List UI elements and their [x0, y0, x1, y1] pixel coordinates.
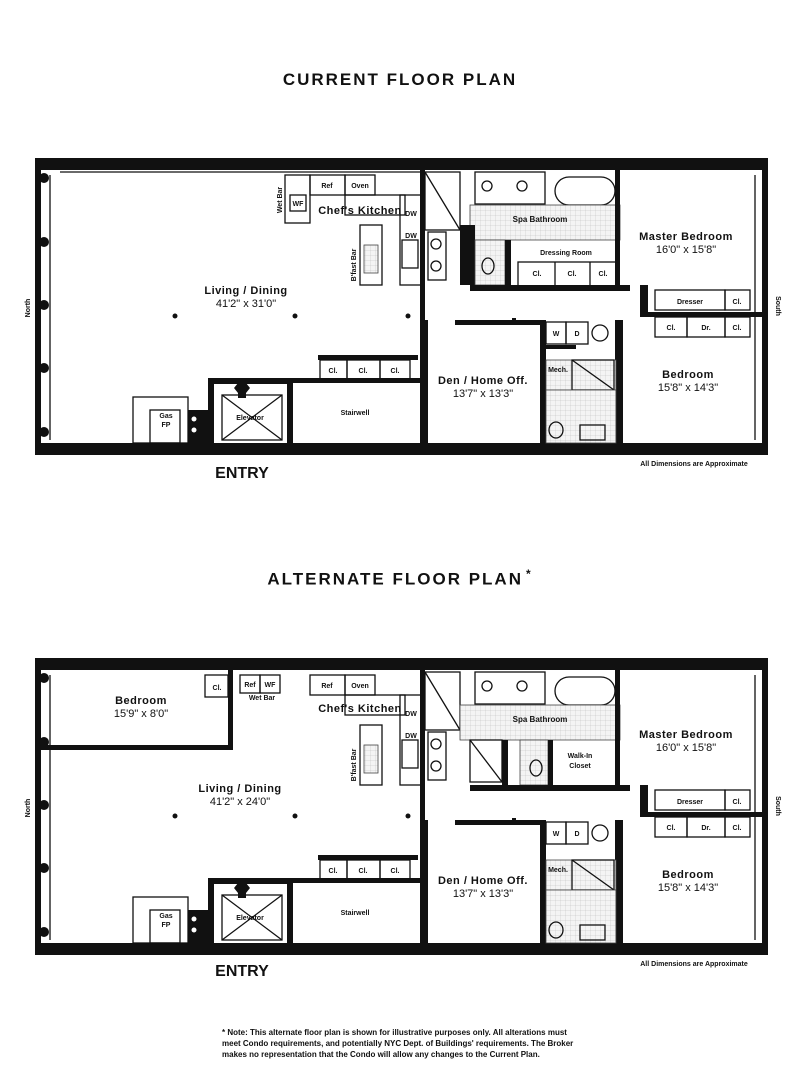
wet-bar-label: Wet Bar — [277, 187, 284, 214]
window-columns-left — [39, 673, 49, 937]
dw-label-1: DW — [405, 711, 417, 718]
dimensions-note: All Dimensions are Approximate — [640, 461, 748, 468]
ref-label: Ref — [321, 183, 333, 190]
fp-label: FP — [162, 922, 171, 929]
bedroom-dimensions: 15'8" x 14'3" — [658, 882, 718, 894]
mech-label: Mech. — [548, 867, 568, 874]
walk-in-closet-label-line1: Walk-In — [568, 753, 593, 760]
kitchen-ref-label: Ref — [321, 683, 333, 690]
dresser-label: Dresser — [677, 299, 703, 306]
closet-label: Cl. — [568, 271, 577, 278]
wf-label: WF — [265, 682, 277, 689]
closet-label: Cl. — [359, 368, 368, 375]
living-dining-label: Living / Dining — [204, 285, 287, 297]
alternate-plan-asterisk: * — [525, 567, 533, 581]
closet-label: Cl. — [329, 868, 338, 875]
dimensions-note: All Dimensions are Approximate — [640, 961, 748, 968]
closet-label: Cl. — [599, 271, 608, 278]
den-label: Den / Home Off. — [438, 375, 528, 387]
living-dining-dimensions: 41'2" x 24'0" — [210, 796, 270, 808]
entry-label: ENTRY — [215, 963, 269, 980]
master-bedroom-label: Master Bedroom — [639, 231, 733, 243]
closet-label: Cl. — [667, 325, 676, 332]
kitchen-label: Chef's Kitchen — [318, 703, 402, 715]
north-wall-top — [35, 158, 768, 170]
dw-label-2: DW — [405, 733, 417, 740]
fp-label: FP — [162, 422, 171, 429]
current-floor-plan: Living / Dining 41'2" x 31'0" Chef's Kit… — [25, 158, 781, 482]
elevator-label: Elevator — [236, 415, 264, 422]
wf-label: WF — [293, 201, 305, 208]
stairwell-label: Stairwell — [341, 410, 370, 417]
new-bedroom-wall — [41, 745, 231, 750]
north-label: North — [25, 299, 32, 318]
gas-label: Gas — [159, 913, 172, 920]
alternate-floor-plan: Bedroom 15'9" x 8'0" Living / Dining 41'… — [25, 658, 781, 980]
elevator-label: Elevator — [236, 915, 264, 922]
washer-label: W — [553, 331, 560, 338]
master-bedroom-dimensions: 16'0" x 15'8" — [656, 244, 716, 256]
drawer-label: Dr. — [701, 825, 710, 832]
closet-label: Cl. — [533, 271, 542, 278]
master-bedroom-dimensions: 16'0" x 15'8" — [656, 742, 716, 754]
oven-label: Oven — [351, 183, 369, 190]
wet-bar-label: Wet Bar — [249, 695, 276, 702]
alternate-plan-title-text: ALTERNATE FLOOR PLAN — [267, 569, 523, 589]
spa-bathroom-label: Spa Bathroom — [513, 715, 568, 724]
breakfast-bar-label: B'fast Bar — [351, 248, 358, 281]
den-dimensions: 13'7" x 13'3" — [453, 388, 513, 400]
north-label: North — [25, 799, 32, 818]
walk-in-closet-label-line2: Closet — [569, 763, 591, 770]
master-bedroom-label: Master Bedroom — [639, 729, 733, 741]
spa-bathroom-label: Spa Bathroom — [513, 215, 568, 224]
closet-label: Cl. — [391, 368, 400, 375]
current-plan-title-text: CURRENT FLOOR PLAN — [282, 70, 518, 89]
window-columns-left — [39, 173, 49, 437]
bedroom-dimensions: 15'8" x 14'3" — [658, 382, 718, 394]
dw-label-1: DW — [405, 211, 417, 218]
new-bedroom-dimensions: 15'9" x 8'0" — [114, 708, 168, 720]
washer-label: W — [553, 831, 560, 838]
south-label: South — [774, 296, 781, 316]
alternate-plan-footnote: * Note: This alternate floor plan is sho… — [222, 1028, 574, 1059]
ref-label: Ref — [244, 682, 256, 689]
dresser-label: Dresser — [677, 799, 703, 806]
closet-label: Cl. — [667, 825, 676, 832]
bedroom-label: Bedroom — [662, 869, 714, 881]
closet-label: Cl. — [733, 799, 742, 806]
closet-label: Cl. — [359, 868, 368, 875]
entry-label: ENTRY — [215, 465, 269, 482]
closet-label: Cl. — [733, 825, 742, 832]
alternate-plan-title: ALTERNATE FLOOR PLAN* — [0, 567, 800, 590]
dw-label-2: DW — [405, 233, 417, 240]
mech-label: Mech. — [548, 367, 568, 374]
closet-label: Cl. — [213, 685, 222, 692]
oven-label: Oven — [351, 683, 369, 690]
stairwell-label: Stairwell — [341, 910, 370, 917]
south-label: South — [774, 796, 781, 816]
breakfast-bar-label: B'fast Bar — [351, 748, 358, 781]
kitchen-label: Chef's Kitchen — [318, 205, 402, 217]
den-dimensions: 13'7" x 13'3" — [453, 888, 513, 900]
dressing-room-label: Dressing Room — [540, 250, 592, 257]
closet-label: Cl. — [733, 299, 742, 306]
gas-label: Gas — [159, 413, 172, 420]
living-dining-dimensions: 41'2" x 31'0" — [216, 298, 276, 310]
drawer-label: Dr. — [701, 325, 710, 332]
bedroom-label: Bedroom — [662, 369, 714, 381]
closet-label: Cl. — [733, 325, 742, 332]
living-dining-label: Living / Dining — [198, 783, 281, 795]
closet-label: Cl. — [329, 368, 338, 375]
dryer-label: D — [574, 831, 579, 838]
den-label: Den / Home Off. — [438, 875, 528, 887]
new-bedroom-label: Bedroom — [115, 695, 167, 707]
dryer-label: D — [574, 331, 579, 338]
exterior-wall-bottom — [35, 443, 768, 455]
current-plan-title: CURRENT FLOOR PLAN — [0, 70, 800, 90]
exterior-wall-left — [35, 158, 41, 455]
exterior-wall-right — [762, 158, 768, 455]
closet-label: Cl. — [391, 868, 400, 875]
